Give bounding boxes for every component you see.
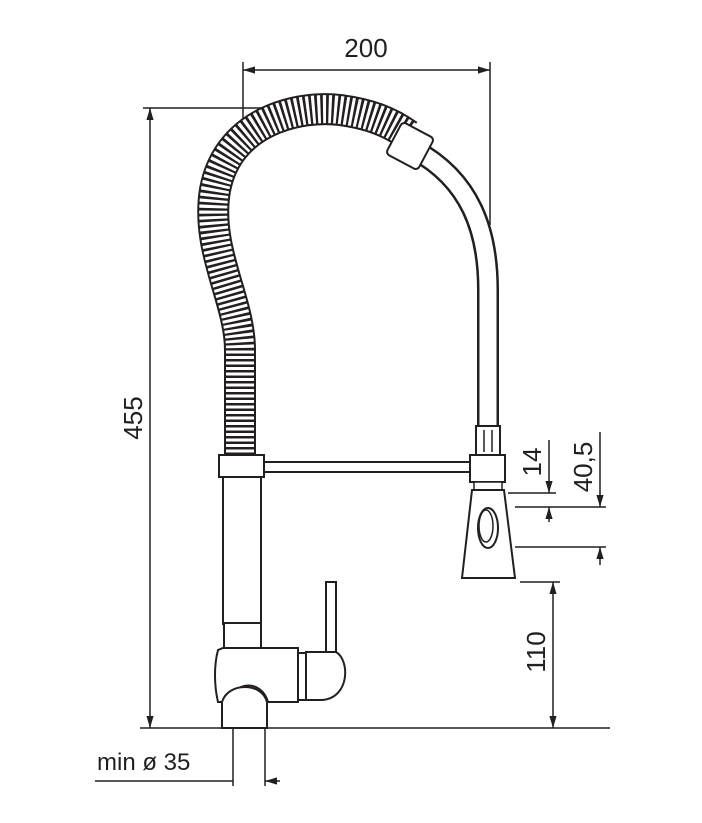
label-height: 455: [118, 396, 148, 439]
dimension-reach: [242, 62, 491, 225]
label-hole: min ø 35: [97, 749, 190, 776]
label-clearance: 110: [521, 631, 551, 672]
spray-clamp: [469, 454, 506, 483]
lever-handle: [325, 581, 337, 653]
coil-spring: [197, 93, 418, 458]
hose-fitting: [386, 122, 434, 170]
faucet-base: [221, 686, 268, 729]
lever-knob: [305, 651, 347, 701]
dimension-hole: [95, 728, 280, 786]
faucet-column: [222, 475, 262, 625]
dimension-spray-offset: [508, 440, 606, 522]
spray-button: [477, 507, 499, 549]
label-spray-offset: 14: [517, 448, 547, 477]
label-spray-height: 40,5: [568, 442, 598, 493]
dimension-spray-height: [515, 432, 606, 565]
lower-collar: [223, 622, 262, 649]
spout-pipe: [409, 140, 499, 430]
label-reach: 200: [344, 33, 387, 63]
support-arm: [261, 461, 473, 473]
upper-collar: [218, 454, 265, 478]
hose-nut: [475, 425, 501, 457]
dimension-clearance: [520, 581, 560, 728]
